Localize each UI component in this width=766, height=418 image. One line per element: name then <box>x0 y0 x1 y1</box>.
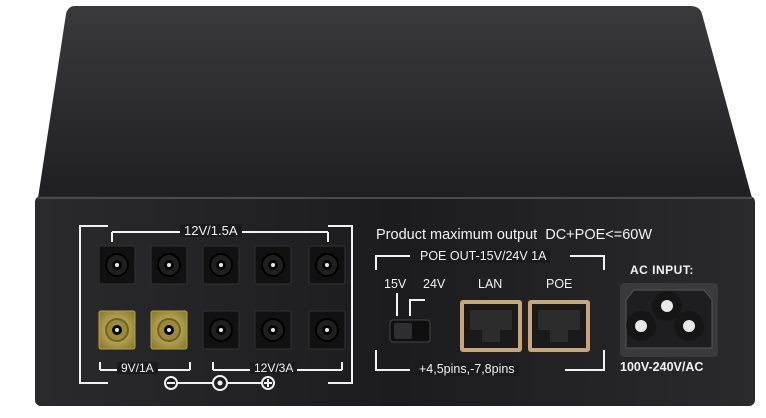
poe-port[interactable] <box>528 300 590 352</box>
dc-top-jack[interactable] <box>150 245 188 285</box>
dc-top-jacks <box>98 245 346 285</box>
dc-bottom-jack[interactable] <box>254 310 292 350</box>
dc-top-jack[interactable] <box>308 245 346 285</box>
ac-inlet[interactable] <box>620 283 718 357</box>
ac-input-label: AC INPUT: <box>630 263 694 277</box>
poe-panel-outline <box>375 255 605 371</box>
dc-bottom-jack[interactable] <box>202 310 240 350</box>
switch-label-24v: 24V <box>423 277 446 291</box>
dc-top-jack[interactable] <box>254 245 292 285</box>
switch-label-15v: 15V <box>384 277 407 291</box>
ac-range-label: 100V-240V/AC <box>620 360 704 374</box>
dc-top-label: 12V/1.5A <box>180 224 242 237</box>
pins-note-label: +4,5pins,-7,8pins <box>415 363 519 376</box>
box-top-surface <box>38 6 752 198</box>
dc-top-jack[interactable] <box>202 245 240 285</box>
dc-bottom-jacks <box>98 310 346 350</box>
dc-bottom-jack[interactable] <box>308 310 346 350</box>
dc-bottom-jack-gold[interactable] <box>150 310 188 350</box>
lan-port-label: LAN <box>478 277 503 291</box>
polarity-symbols <box>164 375 275 391</box>
dc-top-jack[interactable] <box>98 245 136 285</box>
poe-title-label: POE OUT-15V/24V 1A <box>416 250 551 263</box>
dc-bottom-jack-gold[interactable] <box>98 310 136 350</box>
poe-port-label: POE <box>546 277 573 291</box>
dc-bottom-right-label: 12V/3A <box>250 362 298 374</box>
lan-port[interactable] <box>460 300 522 352</box>
voltage-switch[interactable] <box>389 319 431 343</box>
dc-bottom-left-label: 9V/1A <box>117 362 158 374</box>
max-output-label: Product maximum output DC+POE<=60W <box>376 227 653 243</box>
